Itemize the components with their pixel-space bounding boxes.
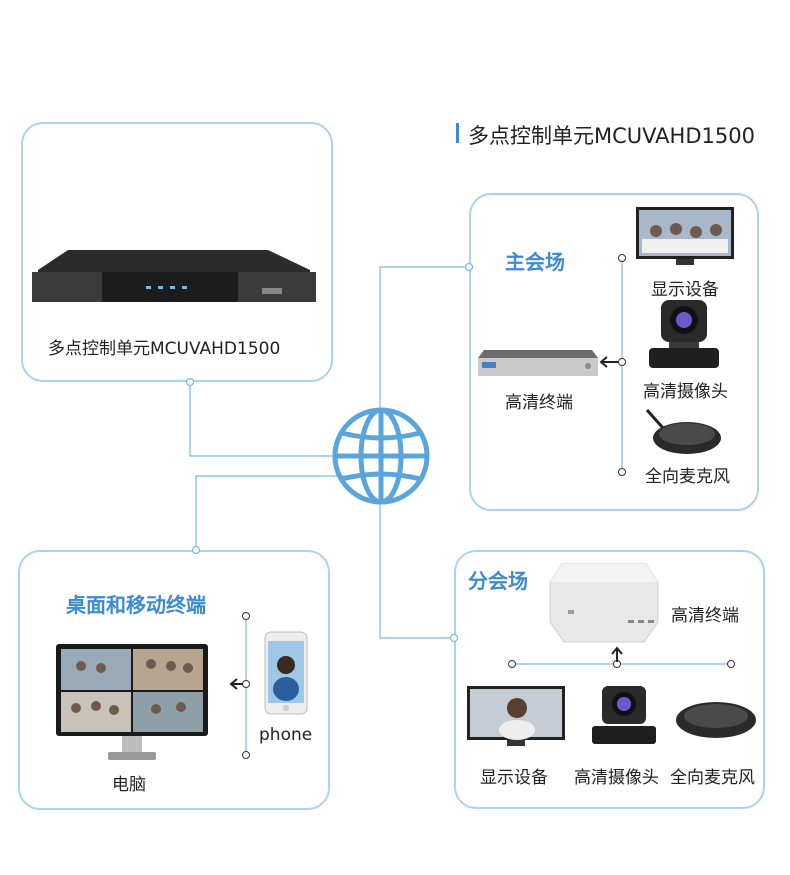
pc-monitor-image	[56, 644, 208, 760]
main-display-label: 显示设备	[651, 280, 719, 300]
main-camera-label: 高清摄像头	[643, 382, 728, 402]
display-image	[636, 207, 734, 265]
branch-display-label: 显示设备	[480, 768, 548, 788]
branch-microphone-image	[676, 702, 756, 738]
branch-camera-image	[592, 686, 656, 744]
desktop-site-title: 桌面和移动终端	[66, 593, 206, 617]
main-mic-label: 全向麦克风	[645, 467, 730, 487]
main-site-title: 主会场	[505, 250, 565, 274]
camera-image	[649, 300, 719, 368]
branch-site-title: 分会场	[468, 569, 528, 593]
mcu-label: 多点控制单元MCUVAHD1500	[48, 339, 281, 359]
branch-terminal-image	[549, 563, 659, 643]
phone-image	[264, 631, 308, 715]
branch-display-image	[467, 686, 565, 746]
branch-camera-label: 高清摄像头	[574, 768, 659, 788]
mcu-device-image	[32, 250, 316, 302]
microphone-image	[645, 409, 721, 454]
globe-icon	[332, 407, 430, 505]
pc-label: 电脑	[112, 775, 146, 795]
main-terminal-label: 高清终端	[505, 393, 573, 413]
hd-terminal-image	[478, 350, 598, 376]
branch-terminal-label: 高清终端	[671, 606, 739, 626]
page-title: 多点控制单元MCUVAHD1500	[456, 120, 755, 150]
branch-mic-label: 全向麦克风	[670, 768, 755, 788]
phone-label: phone	[259, 725, 313, 745]
